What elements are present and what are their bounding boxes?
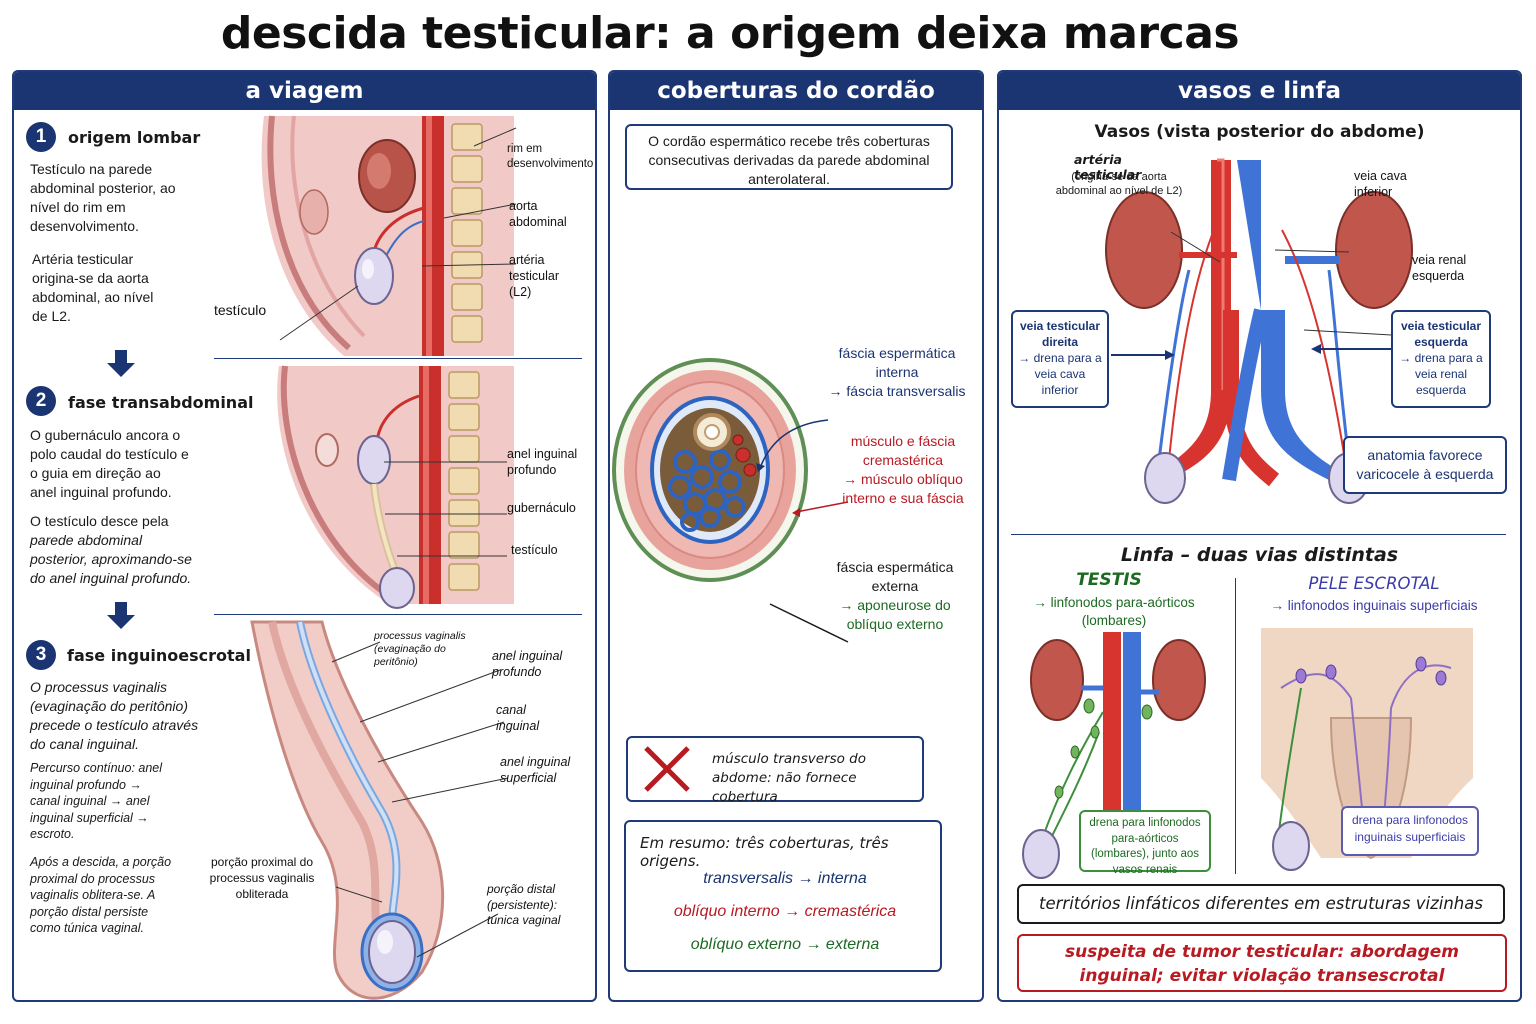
down-arrow-1 [107, 363, 135, 377]
vessels-illustration [1105, 158, 1413, 504]
testicular-artery-note: (origina-se da aorta abdominal ao nível … [1055, 171, 1183, 197]
step-title-1: origem lombar [68, 128, 201, 147]
label-deep-ring-3: anel inguinal profundo [492, 649, 563, 679]
scrotum-drainage-box: drena para linfonodos inguinais superfic… [1341, 806, 1479, 856]
arrow-right-vein [1111, 350, 1175, 360]
testis-drainage-box: drena para linfonodos para-aórticos (lom… [1079, 810, 1211, 876]
step1-text-1: Testículo na parede abdominal posterior,… [30, 161, 176, 234]
panel-header-coverings: coberturas do cordão [610, 72, 982, 110]
tumor-warning-box: suspeita de tumor testicular: abordagem … [1017, 934, 1507, 992]
step3-text-1: O processus vaginalis (evaginação do per… [30, 679, 199, 752]
lymph-divider [1235, 578, 1236, 874]
no-cover-box: músculo transverso do abdome: não fornec… [626, 736, 924, 805]
down-arrow-1-shaft [115, 350, 127, 364]
testicular-artery-label: artéria testicular [1074, 152, 1142, 182]
summary-cremasteric: oblíquo interno → cremastérica [673, 903, 897, 920]
panel-header-journey: a viagem [14, 72, 595, 110]
step2-illustration [277, 365, 514, 609]
step1-illustration [261, 115, 517, 356]
arrow-left-vein [1311, 344, 1391, 354]
label-inguinal-canal: canal inguinal [496, 703, 540, 733]
cord-cross-section [612, 358, 849, 643]
testis-lymph-illustration [1022, 632, 1206, 879]
step2-text-2: O testículo desce pela parede abdominal … [30, 513, 192, 586]
left-renal-vein-label: veia renal esquerda [1412, 253, 1467, 283]
down-arrow-2-shaft [115, 602, 127, 616]
vessels-title: Vasos (vista posterior do abdome) [1094, 122, 1425, 142]
label-testicular-artery: artéria testicular (L2) [509, 253, 560, 299]
no-cover-text: músculo transverso do abdome: não fornec… [712, 751, 866, 805]
step2-text-1: O gubernáculo ancora o polo caudal do te… [30, 427, 189, 500]
layer-cremasteric: músculo e fáscia cremastérica → músculo … [842, 433, 964, 506]
step-title-2: fase transabdominal [68, 393, 254, 412]
summary-box: Em resumo: três coberturas, três origens… [624, 820, 942, 972]
summary-external: oblíquo externo → externa [690, 936, 880, 953]
step3-illustration [250, 620, 509, 1000]
label-gubernaculum: gubernáculo [507, 501, 576, 515]
panel-cord-coverings: coberturas do cordão O cordão espermátic… [608, 70, 984, 1002]
label-processus-vaginalis: processus vaginalis (evaginação do perit… [374, 630, 466, 668]
step-title-3: fase inguinoescrotal [67, 646, 251, 665]
divider-2 [214, 614, 582, 615]
step1-text-2: Artéria testicular origina-se da aorta a… [32, 251, 154, 324]
testis-lymph-path: → linfonodos para-aórticos (lombares) [1033, 595, 1195, 628]
label-kidney: rim em desenvolvimento [507, 143, 594, 170]
label-superficial-ring: anel inguinal superficial [500, 755, 571, 785]
label-testis-1: testículo [214, 302, 267, 318]
step-number-2: 2 [26, 386, 56, 416]
down-arrow-2 [107, 615, 135, 629]
label-testis-2: testículo [511, 543, 558, 557]
label-aorta: aorta abdominal [509, 199, 567, 229]
coverings-intro: O cordão espermático recebe três cobertu… [625, 124, 953, 190]
step3-text-2: Percurso contínuo: anel inguinal profund… [30, 761, 163, 841]
step-number-1: 1 [26, 122, 56, 152]
label-proximal-obliterated: porção proximal do processus vaginalis o… [209, 855, 315, 901]
varicocele-box: anatomia favorece varicocele à esquerda [1343, 436, 1507, 494]
step-number-3: 3 [26, 640, 56, 670]
label-tunica-vaginalis: porção distal (persistente): túnica vagi… [487, 882, 561, 927]
divider-1 [214, 358, 582, 359]
divider-lymph [1011, 534, 1506, 535]
ivc-label: veia cava inferior [1354, 169, 1407, 199]
cross-icon [644, 746, 690, 792]
scrotal-lymph-path: → linfonodos inguinais superficiais [1270, 598, 1478, 613]
panel-journey: a viagem 1 origem lombar Testículo na pa… [12, 70, 597, 1002]
step3-text-3: Após a descida, a porção proximal do pro… [30, 855, 172, 935]
layer-external-spermatic: fáscia espermática externa → aponeurose … [836, 559, 954, 632]
summary-title: Em resumo: três coberturas, três origens… [640, 834, 889, 870]
territories-box: territórios linfáticos diferentes em est… [1017, 884, 1505, 924]
panel-header-vessels: vasos e linfa [999, 72, 1520, 110]
summary-internal: transversalis → interna [703, 870, 867, 887]
scrotal-skin-heading: PELE ESCROTAL [1308, 574, 1440, 593]
testis-heading: TESTIS [1076, 570, 1142, 590]
lymph-title: Linfa – duas vias distintas [1120, 544, 1399, 566]
label-deep-ring-2: anel inguinal profundo [507, 447, 578, 477]
scrotum-lymph-illustration [1261, 628, 1473, 871]
left-testicular-vein-box: veia testicular esquerda → drena para a … [1391, 310, 1491, 408]
page-title: descida testicular: a origem deixa marca… [220, 8, 1240, 59]
panel-vessels-lymph: vasos e linfa Vasos (vista posterior do … [997, 70, 1522, 1002]
layer-internal-spermatic: fáscia espermática interna → fáscia tran… [828, 345, 966, 399]
right-testicular-vein-box: veia testicular direita → drena para a v… [1011, 310, 1109, 408]
